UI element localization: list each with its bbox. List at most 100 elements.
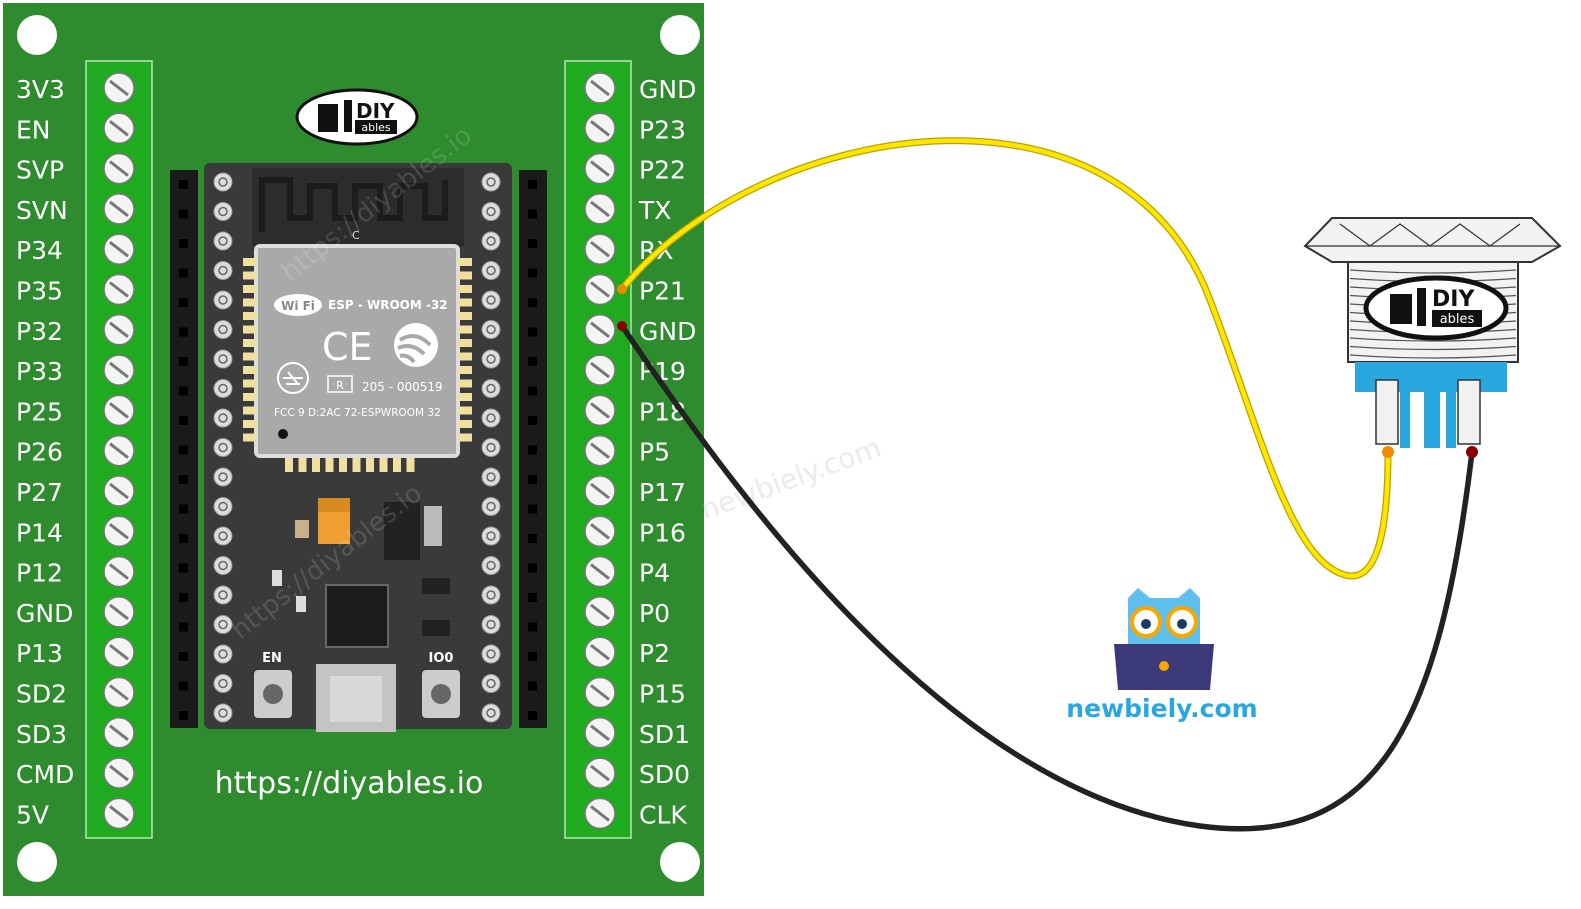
smd-5 [296, 596, 306, 612]
left-pin-label: SVN [16, 196, 68, 225]
right-screw [584, 193, 616, 225]
right-screw [584, 676, 616, 709]
cert-icon [277, 362, 309, 394]
header-hole [528, 416, 537, 425]
right-pin-label: P2 [639, 639, 670, 668]
header-hole [528, 534, 537, 543]
right-screw [584, 354, 616, 386]
devkit-pad [213, 615, 233, 634]
devkit-pad [213, 408, 233, 428]
module-pad [243, 406, 257, 415]
expansion-board: 3V3ENSVPSVNP34P35P32P33P25P26P27P14P12GN… [3, 3, 704, 896]
module-pad [339, 458, 347, 472]
io0-button-cap[interactable] [431, 684, 451, 704]
devkit-pad [481, 231, 501, 251]
right-pin-label: P5 [639, 438, 670, 467]
devkit-pad [481, 556, 501, 575]
module-pad [458, 420, 472, 428]
en-button-cap[interactable] [263, 684, 283, 704]
left-pin-label: SD2 [16, 680, 67, 709]
right-pin-label: SD0 [639, 760, 690, 789]
right-pin-label: P22 [639, 156, 686, 185]
module-pad [243, 325, 257, 334]
devkit-pad [481, 526, 501, 546]
right-pin-label: SD1 [639, 720, 690, 749]
header-hole [528, 298, 537, 307]
module-pad [458, 352, 472, 361]
wire-signal [619, 138, 1391, 579]
module-pad [312, 458, 320, 472]
devkit-pad [213, 467, 233, 487]
right-screw [584, 152, 616, 185]
devkit-pad [481, 349, 501, 369]
header-hole [179, 386, 188, 396]
header-hole [528, 504, 537, 514]
left-pin-label: P13 [16, 639, 63, 668]
left-pin-label: EN [16, 115, 51, 144]
module-pad [393, 458, 401, 472]
en-label: EN [262, 651, 282, 666]
button-right-terminal [1457, 379, 1481, 445]
devkit-pad [213, 320, 233, 339]
devkit-pad [481, 261, 501, 280]
right-pin-label: P4 [639, 559, 670, 588]
right-pin-label: P0 [639, 599, 670, 628]
left-pin-label: P25 [16, 397, 63, 426]
right-screw [584, 112, 616, 145]
header-hole [528, 681, 537, 691]
devkit-pad [213, 644, 233, 664]
left-pin-label: P14 [16, 518, 63, 547]
brand-site: newbiely.com [1066, 694, 1257, 723]
devkit-pad [481, 703, 501, 723]
left-pin-label: 3V3 [16, 75, 65, 104]
header-hole [528, 652, 537, 661]
right-pin-label: P15 [639, 680, 686, 709]
module-pad [458, 339, 472, 347]
devkit-pad [213, 585, 233, 605]
left-pin-labels: 3V3ENSVPSVNP34P35P32P33P25P26P27P14P12GN… [16, 75, 74, 829]
right-screw [584, 636, 616, 668]
header-hole [528, 357, 537, 366]
module-pad [458, 312, 472, 320]
board-logo-mark [318, 100, 352, 132]
right-screw [584, 434, 616, 467]
left-screw [103, 152, 135, 185]
left-screws [103, 72, 135, 830]
r-mark: R [336, 379, 344, 392]
pin1-dot [278, 429, 288, 439]
wires [617, 137, 1478, 832]
right-screw [584, 233, 616, 265]
devkit-pad [213, 379, 233, 398]
right-screw [584, 273, 616, 306]
left-pin-label: SD3 [16, 720, 67, 749]
header-hole [179, 534, 188, 543]
module-pad [352, 458, 361, 472]
smd-1 [422, 578, 450, 594]
newbiely-brand: newbiely.com [1066, 588, 1258, 723]
right-pin-label: TX [638, 196, 671, 225]
mount-hole-br [660, 842, 700, 882]
devkit-pad [213, 290, 233, 310]
header-hole [179, 268, 188, 278]
header-hole [528, 268, 537, 278]
right-pin-label: P23 [639, 115, 686, 144]
module-pad [243, 339, 257, 347]
right-screw [584, 757, 616, 789]
mount-hole-tl [17, 15, 57, 55]
left-pin-label: P35 [16, 277, 63, 306]
module-pad [243, 258, 257, 266]
module-name: ESP - WROOM -32 [328, 298, 448, 312]
right-screw [584, 475, 616, 507]
wire-ground [619, 323, 1475, 832]
smd-2 [422, 620, 450, 636]
button-cap[interactable] [1303, 217, 1562, 263]
r-mark-box [327, 375, 353, 393]
header-hole [179, 593, 188, 602]
module-pad [458, 433, 472, 442]
usb-chip [325, 584, 389, 648]
header-hole [179, 681, 188, 691]
module-pad [458, 406, 472, 415]
devkit-pad [213, 349, 233, 369]
header-hole [179, 563, 188, 573]
io0-label: IO0 [429, 651, 454, 666]
